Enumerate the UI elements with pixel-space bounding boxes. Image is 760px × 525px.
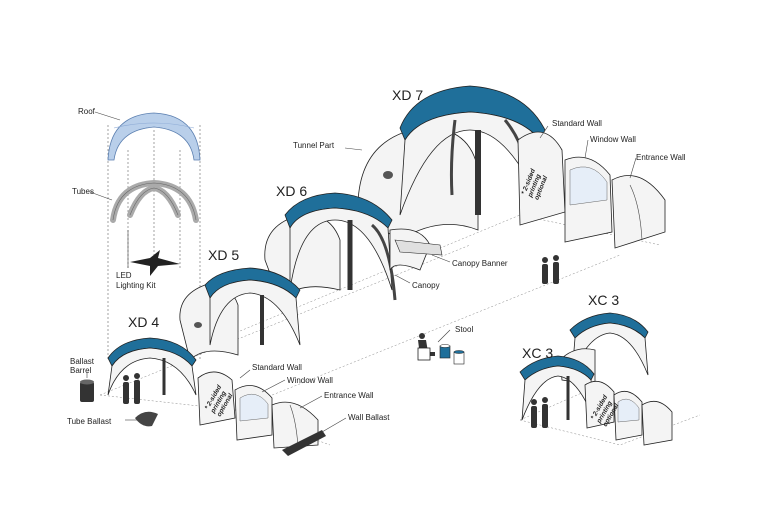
- exploded-parts: [80, 111, 201, 427]
- wall-ballast-shape: [282, 430, 326, 456]
- model-xc3-front: XC 3: [522, 345, 553, 361]
- model-xc3-back: XC 3: [588, 292, 619, 308]
- label-led-line1: LED: [116, 271, 132, 280]
- label-standard-wall-bottom: Standard Wall: [252, 363, 302, 372]
- label-tube-ballast: Tube Ballast: [67, 417, 112, 426]
- label-ballast-line1: Ballast: [70, 357, 95, 366]
- tubes-part: [110, 179, 199, 223]
- label-led-lighting-kit: LED Lighting Kit: [116, 271, 156, 290]
- label-stool: Stool: [455, 325, 473, 334]
- label-entrance-wall-bottom: Entrance Wall: [324, 391, 374, 400]
- label-ballast-barrel: Ballast Barrel: [70, 357, 96, 375]
- label-roof: Roof: [78, 107, 96, 116]
- label-ballast-line2: Barrel: [70, 366, 92, 375]
- tunnel-part: [357, 127, 479, 241]
- stool-group: [417, 329, 465, 365]
- label-window-wall-bottom: Window Wall: [287, 376, 333, 385]
- label-canopy-banner: Canopy Banner: [452, 259, 508, 268]
- tent-xd5: [179, 267, 301, 361]
- model-xd4: XD 4: [128, 314, 159, 330]
- label-window-wall-top: Window Wall: [590, 135, 636, 144]
- label-led-line2: Lighting Kit: [116, 281, 156, 290]
- tent-xd4: [107, 337, 347, 456]
- label-tunnel-part: Tunnel Part: [293, 141, 335, 150]
- label-tubes: Tubes: [72, 187, 94, 196]
- tent-xd7: [344, 85, 666, 249]
- model-xd6: XD 6: [276, 183, 307, 199]
- label-standard-wall-top: Standard Wall: [552, 119, 602, 128]
- tube-ballast: [135, 411, 158, 427]
- roof-part: [107, 112, 201, 161]
- label-canopy: Canopy: [412, 281, 440, 290]
- ballast-barrel: [80, 379, 94, 402]
- tent-xc3-front: [519, 355, 673, 446]
- model-xd5: XD 5: [208, 247, 239, 263]
- led-lighting-kit-shape: [130, 250, 180, 276]
- model-xd7: XD 7: [392, 87, 423, 103]
- roof-shape: [107, 112, 201, 161]
- people-silhouettes: [123, 255, 559, 428]
- label-entrance-wall-top: Entrance Wall: [636, 153, 686, 162]
- label-wall-ballast: Wall Ballast: [348, 413, 390, 422]
